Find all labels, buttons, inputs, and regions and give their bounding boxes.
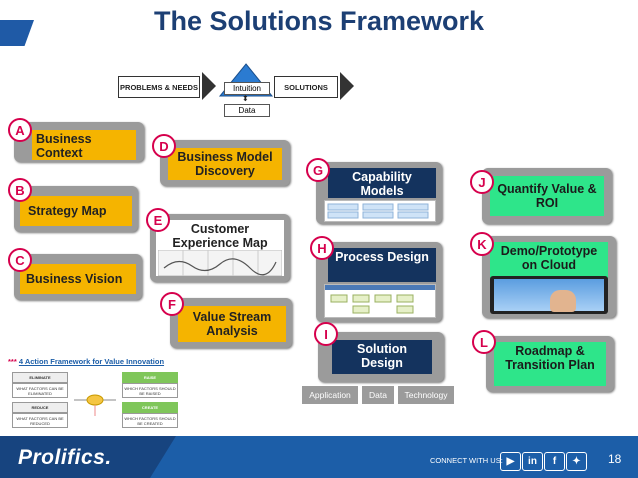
badge-l: L	[472, 330, 496, 354]
reduce-question: WHAT FACTORS CAN BE REDUCED	[12, 413, 68, 428]
card-business-model-discovery: Business Model Discovery	[160, 140, 290, 186]
card-strategy-map: Strategy Map	[14, 186, 138, 232]
card-value-stream-analysis: Value Stream Analysis	[170, 298, 292, 348]
connect-label: CONNECT WITH US:	[430, 456, 503, 465]
badge-a: A	[8, 118, 32, 142]
badge-g: G	[306, 158, 330, 182]
twitter-icon[interactable]: ✦	[566, 452, 587, 471]
eliminate-question: WHAT FACTORS CAN BE ELIMINATED	[12, 383, 68, 398]
card-value-stream-analysis-text: Value Stream Analysis	[178, 306, 286, 342]
youtube-icon[interactable]: ▶	[500, 452, 521, 471]
reduce-label: REDUCE	[12, 402, 68, 413]
card-capability-models-text: Capability Models	[328, 168, 436, 198]
action-framework-heading: *** 4 Action Framework for Value Innovat…	[8, 357, 164, 366]
card-customer-experience-map: Customer Experience Map	[150, 214, 290, 282]
problems-label: PROBLEMS & NEEDS	[118, 76, 200, 98]
linkedin-icon[interactable]: in	[522, 452, 543, 471]
badge-i: I	[314, 322, 338, 346]
create-question: WHICH FACTORS SHOULD BE CREATED	[122, 413, 178, 428]
page-title: The Solutions Framework	[153, 6, 485, 36]
badge-e: E	[146, 208, 170, 232]
badge-b: B	[8, 178, 32, 202]
card-demo-prototype-on-cloud: Demo/Prototype on Cloud	[482, 236, 616, 318]
card-solution-design-text: Solution Design	[332, 340, 432, 374]
intuition-box: Intuition	[224, 82, 270, 95]
problems-arrow: PROBLEMS & NEEDS	[118, 72, 218, 100]
eliminate-label: ELIMINATE	[12, 372, 68, 383]
prolifics-logo: Prolifics.	[18, 446, 112, 469]
card-business-vision: Business Vision	[14, 254, 142, 300]
tag-application: Application	[302, 386, 358, 404]
card-process-design: Process Design	[316, 242, 442, 322]
tablet-screen	[494, 279, 604, 311]
card-capability-models: Capability Models	[316, 162, 442, 224]
card-solution-design: Solution Design	[318, 332, 444, 382]
card-business-model-discovery-text: Business Model Discovery	[168, 148, 282, 180]
experience-map-thumbnail	[158, 250, 282, 276]
badge-d: D	[152, 134, 176, 158]
create-label: CREATE	[122, 402, 178, 413]
action-framework-stars: ***	[8, 357, 17, 366]
tag-data: Data	[362, 386, 394, 404]
action-framework-link[interactable]: 4 Action Framework for Value Innovation	[18, 357, 165, 366]
action-framework-diagram: ELIMINATE WHAT FACTORS CAN BE ELIMINATED…	[12, 372, 178, 430]
badge-j: J	[470, 170, 494, 194]
data-box: Data	[224, 104, 270, 117]
badge-c: C	[8, 248, 32, 272]
card-business-context-text: Business Context	[32, 130, 136, 160]
card-quantify-value-roi-text: Quantify Value & ROI	[490, 176, 604, 216]
solutions-label: SOLUTIONS	[274, 76, 338, 98]
process-design-thumbnail	[324, 284, 436, 318]
value-curve-graphic	[74, 394, 116, 416]
badge-h: H	[310, 236, 334, 260]
card-roadmap-transition-plan-text: Roadmap & Transition Plan	[494, 342, 606, 386]
capability-model-thumbnail	[324, 200, 436, 222]
page-number: 18	[608, 452, 622, 466]
up-down-arrow-icon: ⬍	[242, 94, 249, 103]
card-business-context: Business Context	[14, 122, 144, 162]
badge-k: K	[470, 232, 494, 256]
problems-arrowhead	[202, 72, 216, 100]
card-process-design-text: Process Design	[328, 248, 436, 282]
badge-f: F	[160, 292, 184, 316]
tablet-image	[490, 276, 608, 314]
card-demo-prototype-on-cloud-text: Demo/Prototype on Cloud	[490, 242, 608, 278]
card-strategy-map-text: Strategy Map	[20, 196, 132, 226]
solutions-arrowhead	[340, 72, 354, 100]
card-quantify-value-roi: Quantify Value & ROI	[482, 168, 612, 224]
hand-icon	[550, 290, 576, 312]
tag-technology: Technology	[398, 386, 454, 404]
card-business-vision-text: Business Vision	[20, 264, 136, 294]
raise-question: WHICH FACTORS SHOULD BE RAISED	[122, 383, 178, 398]
solutions-arrow: SOLUTIONS	[274, 72, 364, 100]
raise-label: RAISE	[122, 372, 178, 383]
card-roadmap-transition-plan: Roadmap & Transition Plan	[486, 336, 614, 392]
footer-brand-panel	[0, 436, 176, 478]
facebook-icon[interactable]: f	[544, 452, 565, 471]
